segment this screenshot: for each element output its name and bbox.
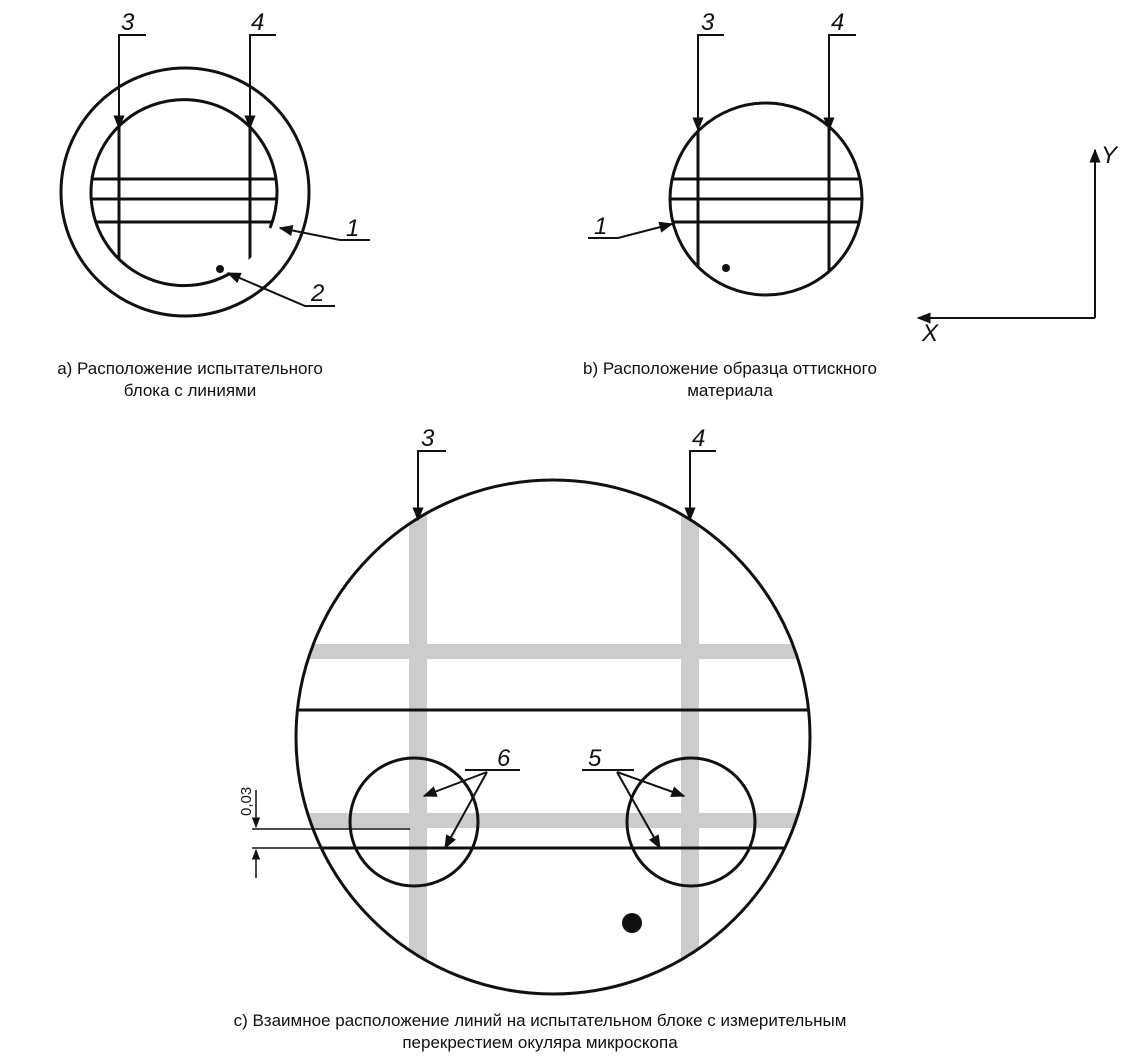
label-3: 3 [421, 425, 435, 452]
leader-2 [226, 272, 335, 307]
grey-band-horizontal-lower [296, 813, 810, 828]
grey-band-vertical-4 [681, 480, 699, 994]
panel-b-impression-sample: 3 4 1 [588, 9, 864, 297]
leader-4 [823, 34, 856, 132]
label-4: 4 [692, 425, 705, 452]
leader-3 [692, 34, 724, 132]
caption-c: c) Взаимное расположение линий на испыта… [120, 1010, 960, 1054]
leader-6-arrow-b [444, 771, 488, 850]
label-3: 3 [121, 9, 135, 36]
leader-6-arrow-a [422, 771, 488, 797]
caption-a-line-1: a) Расположение испытательного [57, 359, 323, 378]
caption-c-line-1: c) Взаимное расположение линий на испыта… [233, 1011, 847, 1030]
caption-a-line-2: блока с линиями [123, 381, 257, 400]
label-2: 2 [310, 280, 324, 307]
label-1: 1 [594, 213, 607, 240]
leader-3 [113, 34, 146, 130]
label-4: 4 [831, 9, 844, 36]
label-6: 6 [497, 745, 511, 772]
y-axis-label: Y [1101, 142, 1119, 169]
test-block-outer-ring [59, 66, 311, 318]
eyepiece-crosshair-left [348, 756, 480, 888]
reference-dot [622, 913, 642, 933]
label-4: 4 [251, 9, 264, 36]
leader-1 [588, 221, 674, 239]
caption-a: a) Расположение испытательного блока с л… [10, 358, 370, 402]
leader-5-arrow-b [616, 771, 661, 850]
block-outline [294, 478, 812, 996]
reference-dot [722, 264, 730, 272]
label-3: 3 [701, 9, 715, 36]
x-axis-label: X [921, 320, 939, 347]
caption-c-line-2: перекрестием окуляра микроскопа [402, 1033, 678, 1052]
leader-3 [412, 450, 446, 522]
label-1: 1 [346, 215, 359, 242]
eyepiece-crosshair-right [625, 756, 757, 888]
leader-4 [684, 450, 716, 522]
dimension-value: 0,03 [238, 787, 255, 816]
reference-dot [216, 265, 224, 273]
panel-a-test-block: 3 4 1 2 [59, 9, 370, 318]
grey-band-horizontal-upper [296, 644, 810, 659]
dimension-0-03: 0,03 [238, 787, 410, 878]
panel-c-line-alignment: 3 4 6 5 0,03 [238, 425, 812, 996]
caption-b: b) Расположение образца оттискного матер… [490, 358, 970, 402]
leader-5-arrow-a [616, 771, 686, 798]
test-block-inner-ring [89, 98, 279, 288]
label-5: 5 [588, 745, 602, 772]
caption-b-line-1: b) Расположение образца оттискного [583, 359, 877, 378]
caption-b-line-2: материала [687, 381, 773, 400]
leader-4 [244, 34, 276, 130]
leader-1 [278, 224, 370, 241]
grey-band-vertical-3 [409, 480, 427, 994]
coordinate-axes: Y X [916, 142, 1119, 347]
